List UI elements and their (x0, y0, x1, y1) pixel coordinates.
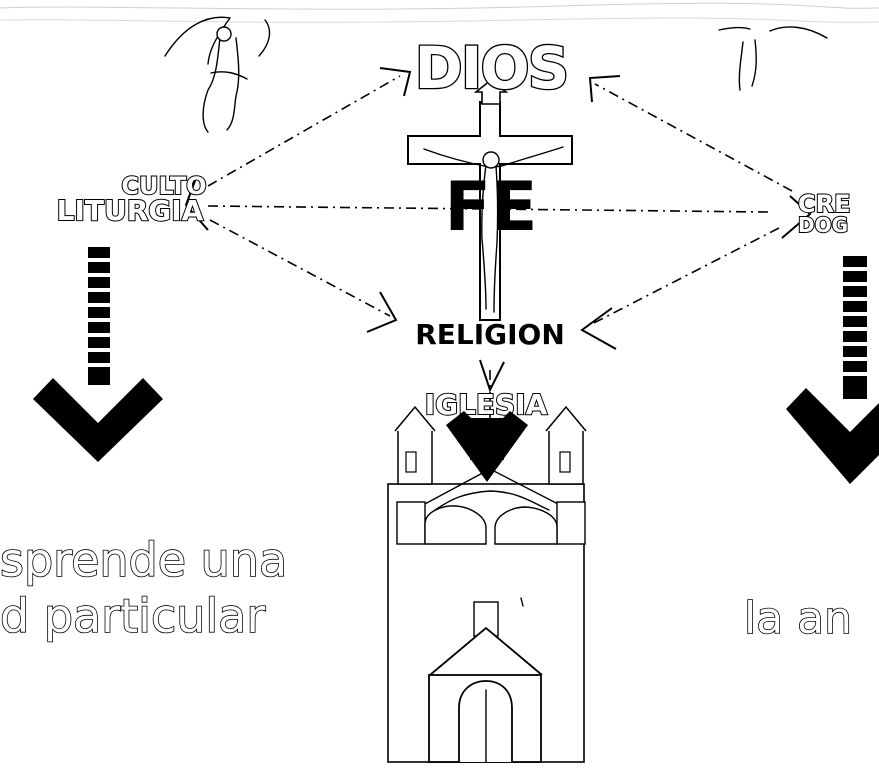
angel-left-illustration (165, 17, 270, 132)
label-iglesia: IGLESIA (425, 388, 548, 421)
label-religion: RELIGION (415, 318, 565, 351)
right-caption-cropped: la an (744, 593, 852, 644)
left-caption-line-2: d particular (0, 589, 265, 643)
left-caption-line-1: sprende una (0, 533, 287, 587)
label-right-bottom-cropped: DOG (798, 213, 848, 237)
top-paper-edge (0, 3, 879, 22)
right-down-arrow-cropped (786, 256, 879, 484)
label-fe: FE (445, 168, 538, 247)
church-center-arrow (446, 411, 528, 482)
left-down-arrow (33, 247, 163, 462)
label-liturgia: LITURGIA (57, 194, 204, 227)
label-dios: DIOS (415, 34, 568, 102)
angel-right-illustration (719, 27, 827, 90)
